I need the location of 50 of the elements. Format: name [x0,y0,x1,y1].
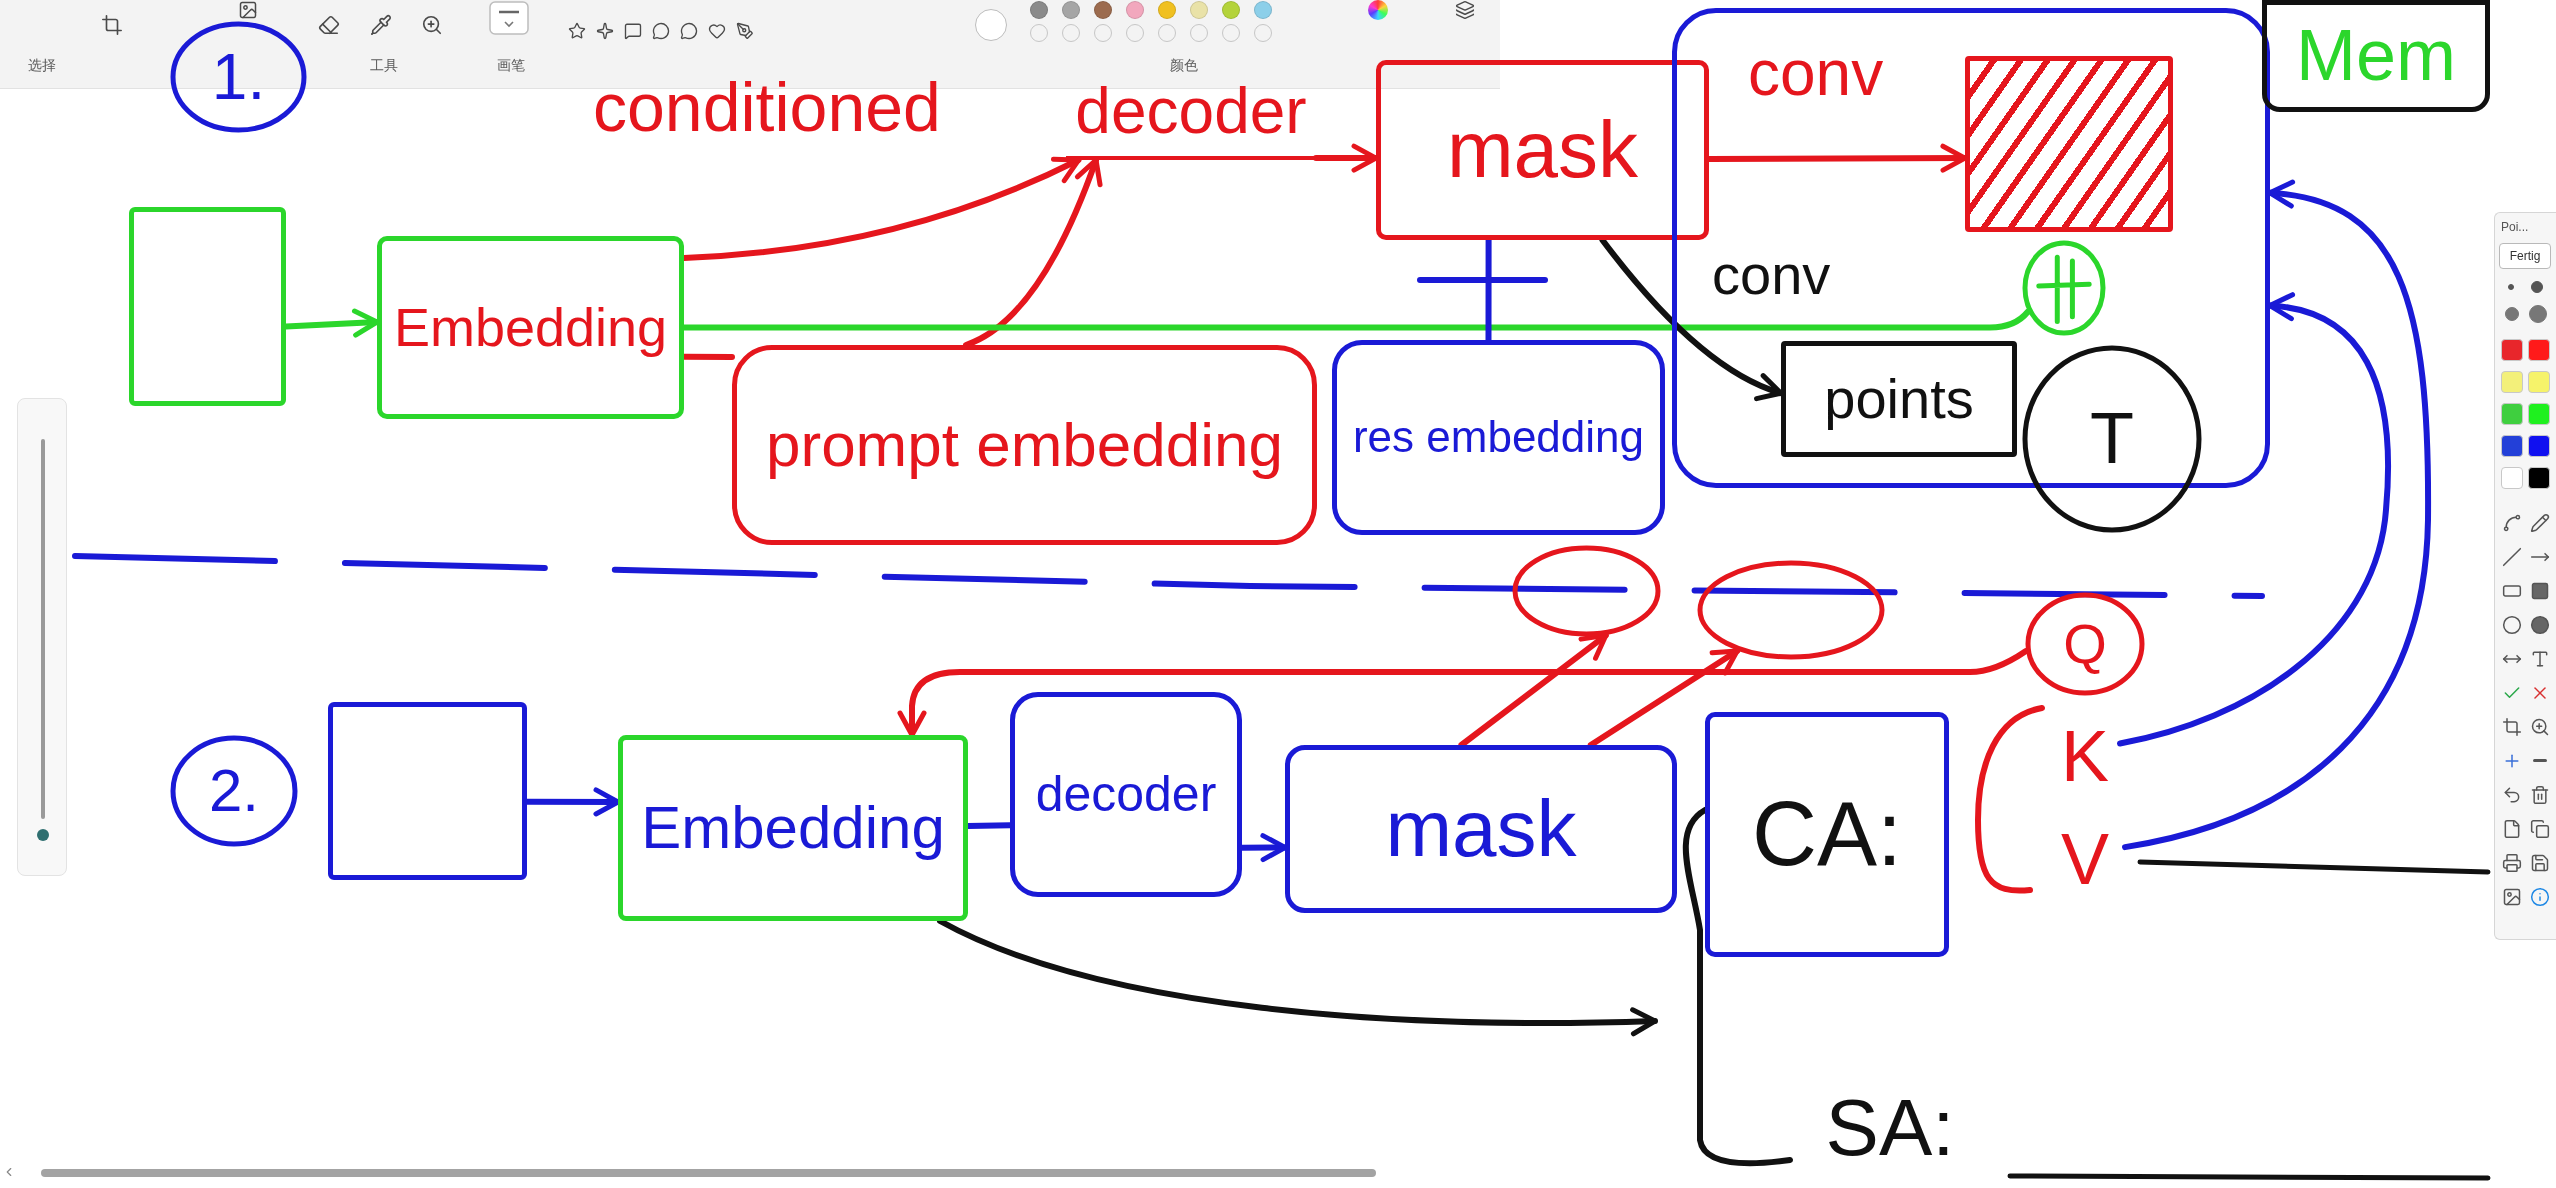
arrow [1239,833,1288,863]
arrow [2122,181,2431,851]
container-box [1672,8,2270,488]
edge-label: conv [1712,244,1831,306]
circle-node: Q [2025,592,2145,696]
edge-label: conv [1748,38,1884,109]
process-box: Mem [2262,0,2490,112]
arrow [963,157,1103,348]
empty-box [328,702,527,880]
arrow [2117,293,2391,747]
toolbar-group-label: 选择 [28,57,56,75]
rounded-box: prompt embedding [732,345,1317,545]
process-box: CA: [1705,712,1949,957]
arrow [937,918,1658,1037]
rounded-box: res embedding [1332,340,1665,535]
connector-line [681,309,2031,331]
process-box: Embedding [377,236,684,419]
hatched-box [1965,56,2173,232]
toolbar-group-label: 工具 [370,57,398,75]
rounded-box: mask [1285,745,1677,913]
arrow [1599,237,1784,400]
connector-line [681,353,735,360]
empty-box [129,207,286,406]
empty-circle [1512,545,1661,637]
toolbar-group-label: 画笔 [497,57,525,75]
text-label: V [2045,812,2125,907]
arrow [897,648,2029,738]
plus-circle [2022,240,2106,336]
arrow [1587,648,1741,748]
ellipse-node: T [2022,345,2202,533]
arrow [283,308,380,338]
connector-line [1682,807,1793,1167]
panel-button: Fertig [2499,243,2551,269]
edge-label: conditioned [593,70,941,145]
process-box: mask [1376,60,1709,240]
text-label: K [2050,712,2120,802]
arrow [681,156,1082,261]
process-box: Embedding [618,735,968,921]
arrow [1313,143,1379,173]
text-label: SA: [1790,1078,1990,1178]
numbered-circle: 1. [170,21,307,133]
empty-circle [1697,560,1885,660]
arrow [524,787,621,817]
process-box: points [1781,341,2017,457]
connector-line [965,822,1013,830]
numbered-circle: 2. [170,735,298,847]
rounded-box: decoder [1010,692,1242,897]
panel-title: Poi... [2501,220,2529,234]
arrow [1458,632,1609,748]
connector-line [1485,237,1492,343]
